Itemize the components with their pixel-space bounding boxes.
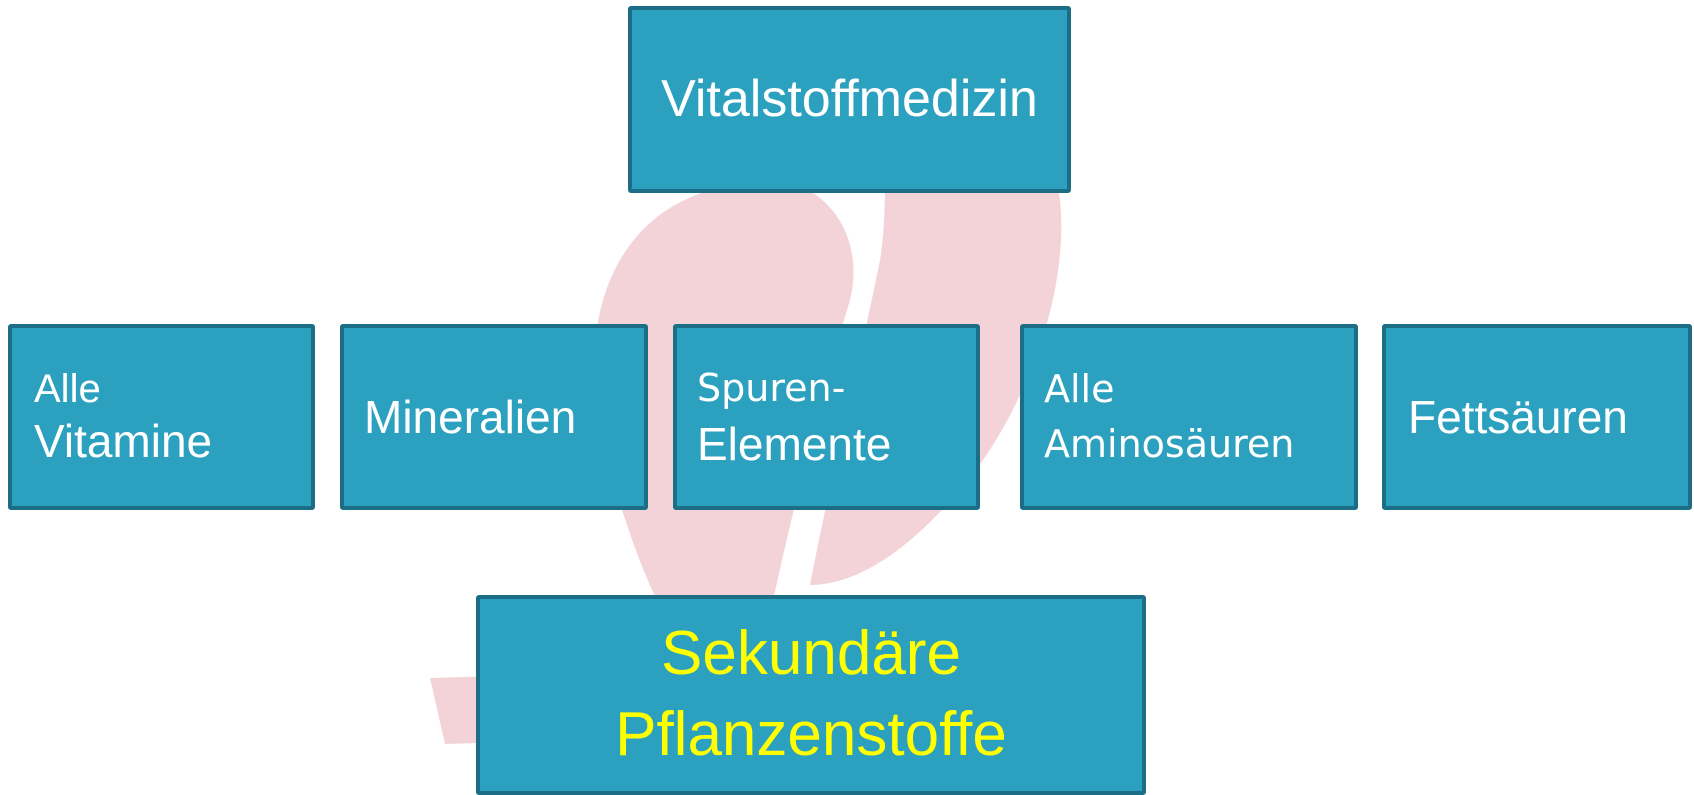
sekundaere-pflanzenstoffe-line1: Sekundäre [661, 619, 961, 689]
alle-aminosaeuren-box: Alle Aminosäuren [1020, 324, 1358, 510]
fettsaeuren-label: Fettsäuren [1408, 390, 1628, 443]
mineralien-box: Mineralien [340, 324, 648, 510]
sekundaere-pflanzenstoffe-box: Sekundäre Pflanzenstoffe [476, 595, 1146, 795]
alle-vitamine-line1: Alle [34, 366, 101, 411]
mineralien-label: Mineralien [364, 390, 577, 443]
sekundaere-pflanzenstoffe-line2: Pflanzenstoffe [615, 700, 1007, 769]
alle-vitamine-line2: Vitamine [34, 415, 213, 468]
vitalstoffmedizin-box: Vitalstoffmedizin [628, 6, 1071, 193]
spuren-elemente-box: Spuren- Elemente [673, 324, 980, 510]
alle-aminosaeuren-line2: Aminosäuren [1044, 422, 1295, 466]
fettsaeuren-box: Fettsäuren [1382, 324, 1692, 510]
spuren-elemente-line2: Elemente [697, 418, 892, 471]
spuren-elemente-line1: Spuren- [697, 366, 846, 411]
alle-aminosaeuren-line1: Alle [1044, 366, 1115, 411]
vitalstoffmedizin-label: Vitalstoffmedizin [661, 69, 1038, 128]
alle-vitamine-box: Alle Vitamine [8, 324, 315, 510]
